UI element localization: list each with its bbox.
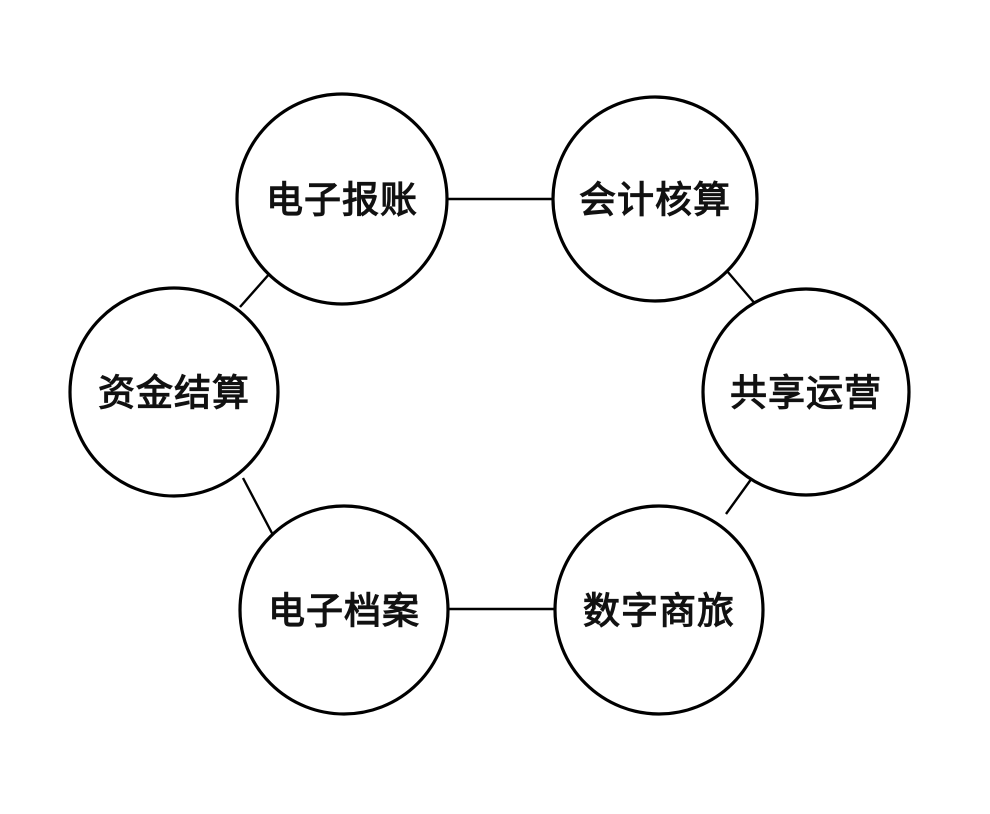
connector-archives-to-fund-settlement — [241, 477, 276, 538]
node-label-shared-operations: 共享运营 — [730, 373, 882, 415]
node-circle-electronic-archives[interactable] — [238, 504, 450, 716]
node-label-electronic-archives: 电子档案 — [268, 591, 420, 633]
node-label-electronic-reimbursement: 电子报账 — [266, 180, 418, 222]
connector-accounting-to-shared-operations — [726, 270, 758, 307]
node-fund-settlement[interactable]: 资金结算 — [68, 286, 280, 498]
node-label-accounting: 会计核算 — [579, 180, 731, 222]
connector-fund-settlement-to-reimbursement — [239, 271, 272, 308]
node-circle-accounting[interactable] — [551, 95, 759, 303]
node-circle-fund-settlement[interactable] — [68, 286, 280, 498]
node-circle-shared-operations[interactable] — [701, 287, 911, 497]
node-electronic-reimbursement[interactable]: 电子报账 — [235, 92, 449, 306]
node-shared-operations[interactable]: 共享运营 — [701, 287, 911, 497]
node-circle-electronic-reimbursement[interactable] — [235, 92, 449, 306]
connector-group — [239, 197, 758, 611]
node-circle-digital-business-travel[interactable] — [553, 504, 765, 716]
node-label-digital-business-travel: 数字商旅 — [583, 591, 735, 633]
node-label-fund-settlement: 资金结算 — [98, 372, 250, 415]
connector-shared-operations-to-travel — [725, 477, 753, 515]
node-digital-business-travel[interactable]: 数字商旅 — [553, 504, 765, 716]
node-accounting[interactable]: 会计核算 — [551, 95, 759, 303]
node-electronic-archives[interactable]: 电子档案 — [238, 504, 450, 716]
